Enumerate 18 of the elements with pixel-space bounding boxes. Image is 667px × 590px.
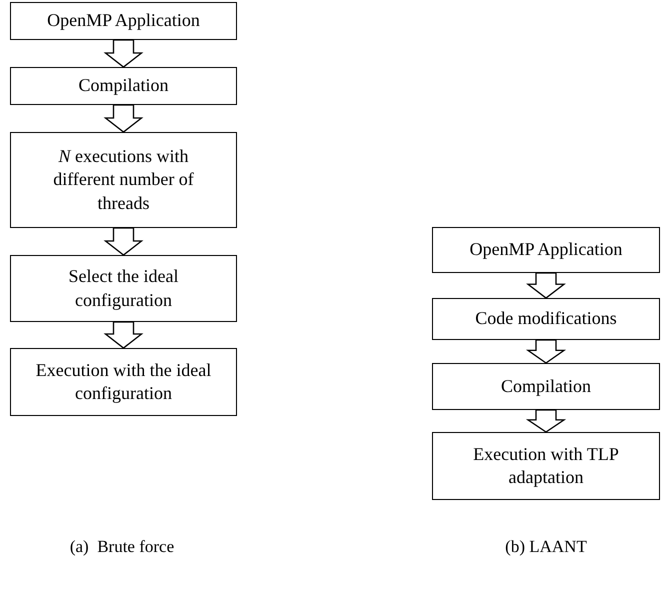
hollow-arrow	[104, 321, 144, 349]
subfigure-caption: (a) Brute force	[70, 537, 174, 557]
process-box: N executions with different number of threads	[10, 132, 237, 228]
process-box: Execution with the ideal configuration	[10, 348, 237, 416]
process-box: Select the ideal configuration	[10, 255, 237, 322]
process-box: Execution with TLP adaptation	[432, 432, 660, 500]
subfigure-caption: (b) LAANT	[505, 537, 587, 557]
hollow-arrow	[526, 409, 566, 433]
hollow-arrow	[526, 339, 566, 364]
process-box: Compilation	[432, 363, 660, 410]
process-box: OpenMP Application	[432, 227, 660, 273]
hollow-arrow	[104, 227, 144, 256]
process-box: Code modifications	[432, 298, 660, 340]
hollow-arrow	[526, 272, 566, 299]
process-box: Compilation	[10, 67, 237, 105]
process-box: OpenMP Application	[10, 2, 237, 40]
hollow-arrow	[104, 39, 144, 68]
hollow-arrow	[104, 104, 144, 133]
